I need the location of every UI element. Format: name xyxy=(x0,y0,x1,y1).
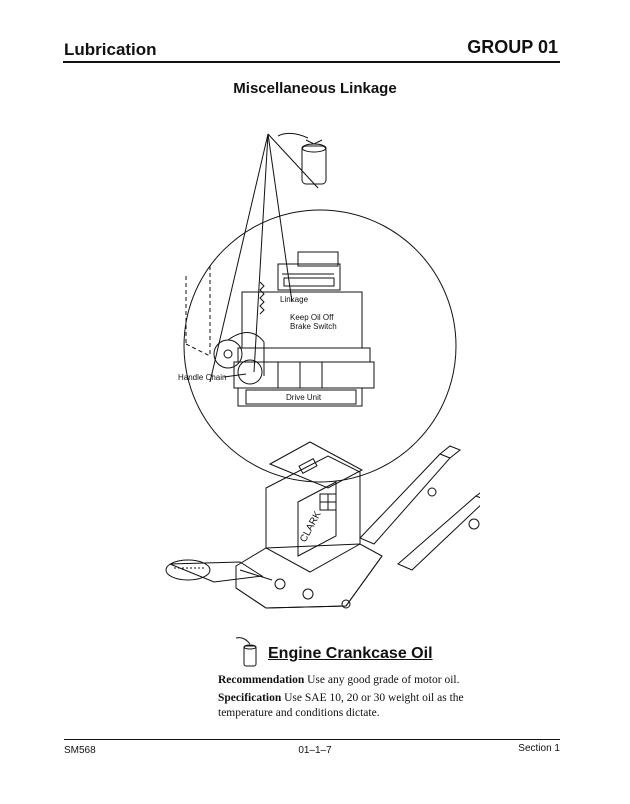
recommendation-paragraph: Recommendation Use any good grade of mot… xyxy=(218,673,518,688)
footer-center: 01–1–7 xyxy=(298,745,332,756)
recommendation-text: Use any good grade of motor oil. xyxy=(304,674,460,686)
brake-assembly xyxy=(233,251,375,407)
footer-rule xyxy=(64,739,560,740)
truck-brand-text: CLARK xyxy=(298,509,324,544)
header-rule xyxy=(63,61,560,63)
callout-linkage: Linkage xyxy=(280,295,309,304)
callout-handle-chain: Handle Chain xyxy=(178,373,226,382)
specification-label: Specification xyxy=(218,692,282,704)
recommendation-label: Recommendation xyxy=(218,674,305,686)
callout-keep-oil-off: Keep Oil Off xyxy=(290,313,334,322)
detail-circle xyxy=(183,209,457,483)
footer-right: Section 1 xyxy=(518,743,560,754)
handle-mast xyxy=(185,266,211,357)
handle-chain-sprocket xyxy=(213,332,265,385)
section-title: Miscellaneous Linkage xyxy=(233,80,397,97)
engine-oil-heading: Engine Crankcase Oil xyxy=(268,645,433,662)
lubrication-figure: Linkage Keep Oil Off Brake Switch Handle… xyxy=(165,132,480,609)
callout-brake-switch: Brake Switch xyxy=(290,322,337,331)
oil-can-icon-small xyxy=(235,637,257,667)
callout-drive-unit: Drive Unit xyxy=(286,393,322,402)
pallet-truck-drawing: CLARK xyxy=(165,441,480,609)
header-right-title: GROUP 01 xyxy=(467,37,558,57)
specification-paragraph: Specification Use SAE 10, 20 or 30 weigh… xyxy=(218,691,518,721)
header-left-title: Lubrication xyxy=(64,40,157,59)
oil-can-icon xyxy=(277,132,327,185)
footer-left: SM568 xyxy=(64,745,96,756)
specification-text: Use SAE 10, 20 or 30 weight oil as the t… xyxy=(218,692,464,719)
